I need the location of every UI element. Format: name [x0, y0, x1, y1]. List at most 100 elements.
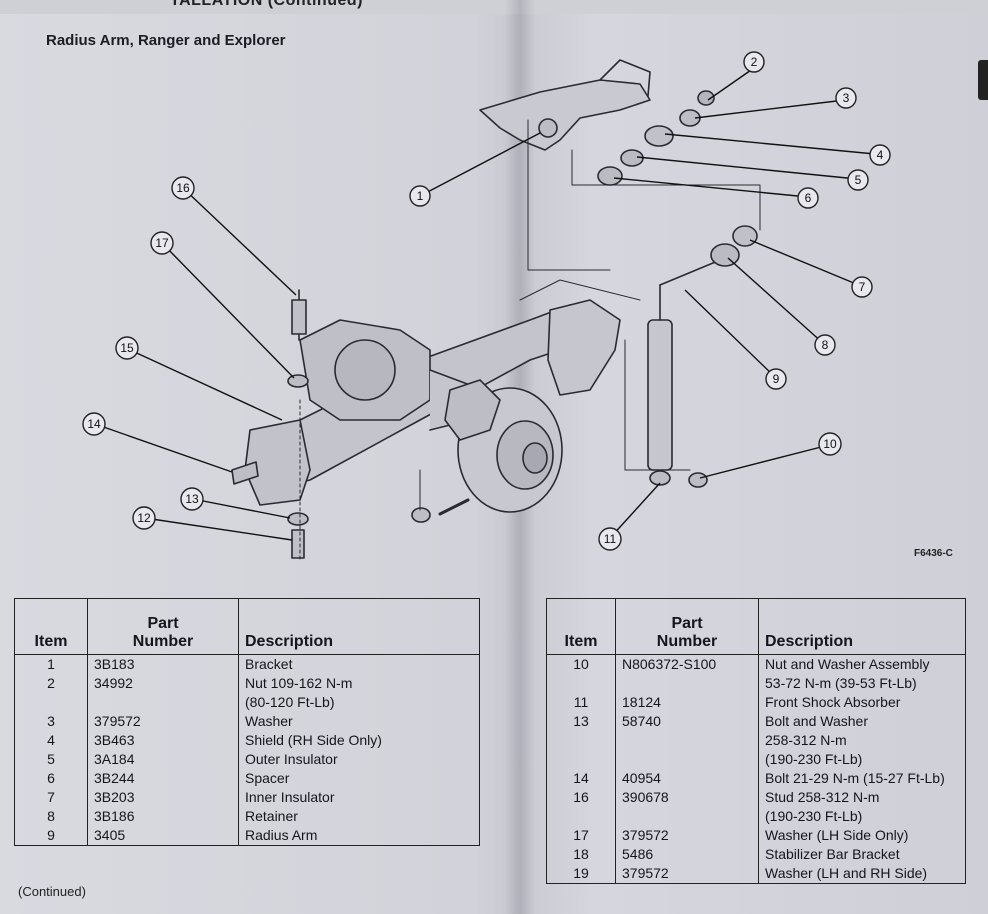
description-line: Washer (LH and RH Side): [765, 865, 928, 881]
cell-item: 4: [14, 731, 88, 750]
col-header-part-line2: Number: [132, 633, 194, 650]
cell-description: Washer: [238, 712, 480, 731]
cell-description: Bracket: [238, 654, 480, 674]
callout-3: 3: [835, 87, 857, 109]
col-header-item: Item: [14, 598, 88, 655]
cell-part-number: 5486: [615, 845, 759, 864]
continued-note: (Continued): [18, 884, 86, 899]
svg-text:16: 16: [176, 181, 190, 195]
description-line: 258-312 N-m: [765, 732, 847, 748]
cell-item: 3: [14, 712, 88, 731]
cell-description: Front Shock Absorber: [758, 693, 966, 712]
cell-part-number: 18124: [615, 693, 759, 712]
cell-description: Spacer: [238, 769, 480, 788]
description-line: Bracket: [245, 656, 293, 672]
description-line: Stabilizer Bar Bracket: [765, 846, 900, 862]
svg-text:15: 15: [120, 341, 134, 355]
description-line: Shield (RH Side Only): [245, 732, 382, 748]
svg-text:3: 3: [843, 91, 850, 105]
description-line: Washer: [245, 713, 293, 729]
cell-part-number: 3B463: [87, 731, 239, 750]
cell-part-number: 3B203: [87, 788, 239, 807]
cell-item: 13: [546, 712, 616, 769]
description-line: Spacer: [245, 770, 290, 786]
callout-11: 11: [598, 527, 622, 551]
svg-text:5: 5: [855, 173, 862, 187]
svg-text:8: 8: [822, 338, 829, 352]
cell-item: 14: [546, 769, 616, 788]
top-strip: [0, 0, 988, 14]
cell-part-number: 3B244: [87, 769, 239, 788]
svg-text:4: 4: [877, 148, 884, 162]
col-header-part-line1: Part: [671, 615, 703, 632]
svg-text:6: 6: [805, 191, 812, 205]
cell-description: Washer (LH Side Only): [758, 826, 966, 845]
cell-item: 2: [14, 674, 88, 712]
cell-item: 16: [546, 788, 616, 826]
svg-text:14: 14: [87, 417, 101, 431]
svg-text:12: 12: [137, 511, 151, 525]
svg-text:17: 17: [155, 236, 169, 250]
callout-9: 9: [765, 368, 787, 390]
cell-description: Outer Insulator: [238, 750, 480, 769]
page-edge-tab: [978, 60, 988, 100]
cell-item: 9: [14, 826, 88, 846]
cell-item: 18: [546, 845, 616, 864]
cell-item: 17: [546, 826, 616, 845]
cell-part-number: 3B186: [87, 807, 239, 826]
cell-part-number: N806372-S100: [615, 654, 759, 693]
callout-2: 2: [743, 51, 765, 73]
cell-description: Inner Insulator: [238, 788, 480, 807]
description-line: Washer (LH Side Only): [765, 827, 909, 843]
cell-item: 6: [14, 769, 88, 788]
svg-text:10: 10: [823, 437, 837, 451]
callout-6: 6: [797, 187, 819, 209]
col-header-description: Description: [758, 598, 966, 655]
description-line: Radius Arm: [245, 827, 318, 843]
callout-17: 17: [150, 231, 174, 255]
cell-description: Washer (LH and RH Side): [758, 864, 966, 884]
description-line: (190-230 Ft-Lb): [765, 808, 863, 824]
callout-8: 8: [814, 334, 836, 356]
svg-text:9: 9: [773, 372, 780, 386]
cell-item: 10: [546, 654, 616, 693]
cell-description: Bolt 21-29 N-m (15-27 Ft-Lb): [758, 769, 966, 788]
section-header: TALLATION (Continued): [170, 0, 363, 9]
cell-part-number: 40954: [615, 769, 759, 788]
col-header-part-line1: Part: [147, 615, 179, 632]
cell-part-number: 3405: [87, 826, 239, 846]
cell-description: Radius Arm: [238, 826, 480, 846]
col-header-item: Item: [546, 598, 616, 655]
cell-item: 1: [14, 654, 88, 674]
svg-text:13: 13: [185, 492, 199, 506]
exploded-diagram: 1 2 3 4 5 6 7 8 9 10 11 12 13 14 15 16 1…: [82, 51, 891, 561]
col-header-part-number: Part Number: [615, 598, 759, 655]
description-line: Front Shock Absorber: [765, 694, 901, 710]
callout-15: 15: [115, 336, 139, 360]
cell-part-number: 379572: [615, 826, 759, 845]
svg-text:11: 11: [604, 532, 617, 546]
cell-item: 5: [14, 750, 88, 769]
description-line: Retainer: [245, 808, 298, 824]
col-header-part-line2: Number: [656, 633, 718, 650]
cell-item: 7: [14, 788, 88, 807]
cell-item: 19: [546, 864, 616, 884]
